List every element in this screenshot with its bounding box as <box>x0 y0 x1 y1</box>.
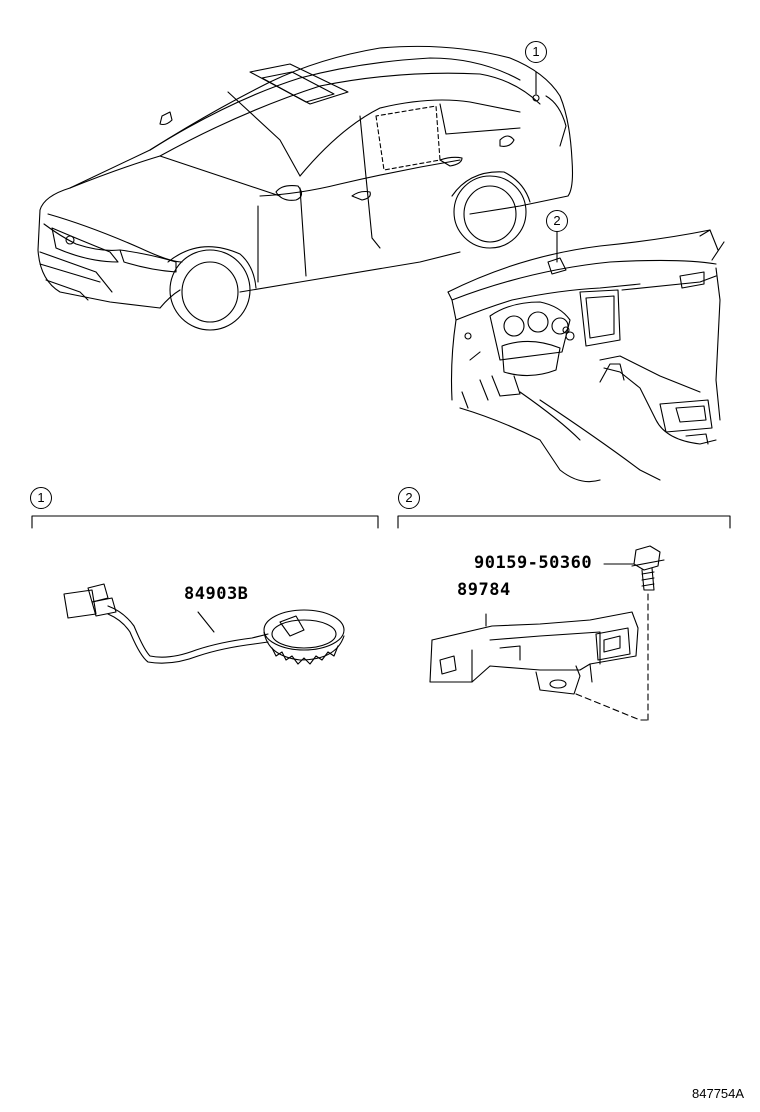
sensor-illustration <box>63 583 345 665</box>
section-1-bracket <box>31 515 379 529</box>
callout-1-section: 1 <box>30 487 52 509</box>
vehicle-illustration <box>37 45 574 331</box>
ecu-illustration <box>429 611 639 695</box>
section-2-bracket <box>397 515 731 529</box>
part-label-ecu: 89784 <box>457 580 511 600</box>
bolt-illustration <box>603 545 665 591</box>
assembly-line <box>575 593 649 721</box>
callout-2-dashboard: 2 <box>546 210 568 232</box>
callout-2-section: 2 <box>398 487 420 509</box>
callout-1-vehicle: 1 <box>525 41 547 63</box>
figure-id: 847754A <box>692 1086 745 1101</box>
dashboard-illustration <box>447 229 725 483</box>
part-label-sensor: 84903B <box>184 584 249 604</box>
part-label-bolt: 90159-50360 <box>474 553 593 573</box>
